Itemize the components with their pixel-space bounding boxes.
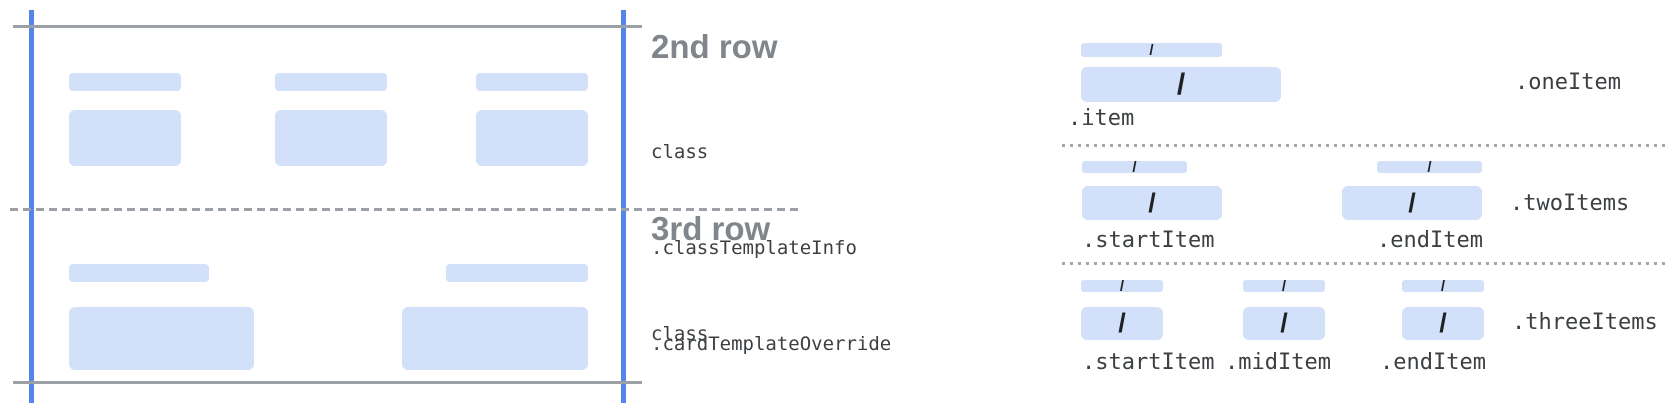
layout-divider-dotted-line [1062,262,1670,265]
row2-item3-label-bar [476,73,588,91]
card-bottom-line [13,381,642,384]
twoitems-start-value-placeholder-bar: / [1082,186,1222,220]
slash-glyph: / [1148,187,1156,218]
threeitems-start-label: .startItem [1082,350,1215,375]
row2-item2-value-box [275,110,387,166]
threeitems-end-label-placeholder-bar: / [1402,277,1484,295]
oneitem-item-label: .item [1068,106,1135,131]
row3-start-value-box [69,307,254,370]
slash-glyph: / [1118,308,1126,338]
threeitems-end-label: .endItem [1380,350,1486,375]
twoitems-end-label-placeholder-bar: / [1377,158,1482,176]
slash-glyph: / [1408,187,1416,218]
threeitems-name-label: .threeItems [1512,310,1658,335]
threeitems-end-value-placeholder-bar: / [1402,307,1484,340]
card-row-divider-dashed-line [10,208,800,211]
twoitems-start-label-placeholder-bar: / [1082,158,1187,176]
slash-glyph: / [1176,67,1186,101]
row2-item3-value-box [476,110,588,166]
row2-code-line: .classTemplateInfo [651,237,857,259]
row3-code-block: class .classTemplateInfo .cardTemplateOv… [651,254,926,412]
row3-code-line: class [651,323,709,345]
row2-code-line: class [651,141,709,163]
slash-glyph: / [1427,158,1432,176]
slash-glyph: / [1132,158,1137,176]
row2-code-line: .cardTemplateOverride [651,333,892,355]
slash-glyph: / [1280,308,1288,338]
threeitems-mid-label: .midItem [1225,350,1331,375]
row2-item1-label-bar [69,73,181,91]
oneitem-label-placeholder-bar: / [1081,41,1222,59]
slash-glyph: / [1149,41,1154,59]
row2-item1-value-box [69,110,181,166]
twoitems-start-label: .startItem [1082,228,1215,253]
slash-glyph: / [1281,277,1287,295]
card-left-edge-line [29,10,34,403]
oneitem-name-label: .oneItem [1515,70,1621,95]
twoitems-end-value-placeholder-bar: / [1342,186,1482,220]
row2-code-block: class .classTemplateInfo .cardTemplateOv… [651,72,926,412]
slash-glyph: / [1440,277,1446,295]
row3-end-label-bar [446,264,588,282]
twoitems-name-label: .twoItems [1510,191,1630,216]
card-top-line [13,25,642,28]
row2-item2-label-bar [275,73,387,91]
threeitems-start-value-placeholder-bar: / [1081,307,1163,340]
layout-divider-dotted-line [1062,144,1670,147]
slash-glyph: / [1439,308,1447,338]
card-right-edge-line [621,10,626,403]
oneitem-value-placeholder-bar: / [1081,67,1281,102]
row2-heading: 2nd row [651,28,778,65]
slash-glyph: / [1119,277,1125,295]
row3-start-label-bar [69,264,209,282]
threeitems-start-label-placeholder-bar: / [1081,277,1163,295]
threeitems-mid-label-placeholder-bar: / [1243,277,1325,295]
twoitems-end-label: .endItem [1377,228,1483,253]
row3-end-value-box [402,307,588,370]
row3-heading: 3rd row [651,210,771,247]
threeitems-mid-value-placeholder-bar: / [1243,307,1325,340]
